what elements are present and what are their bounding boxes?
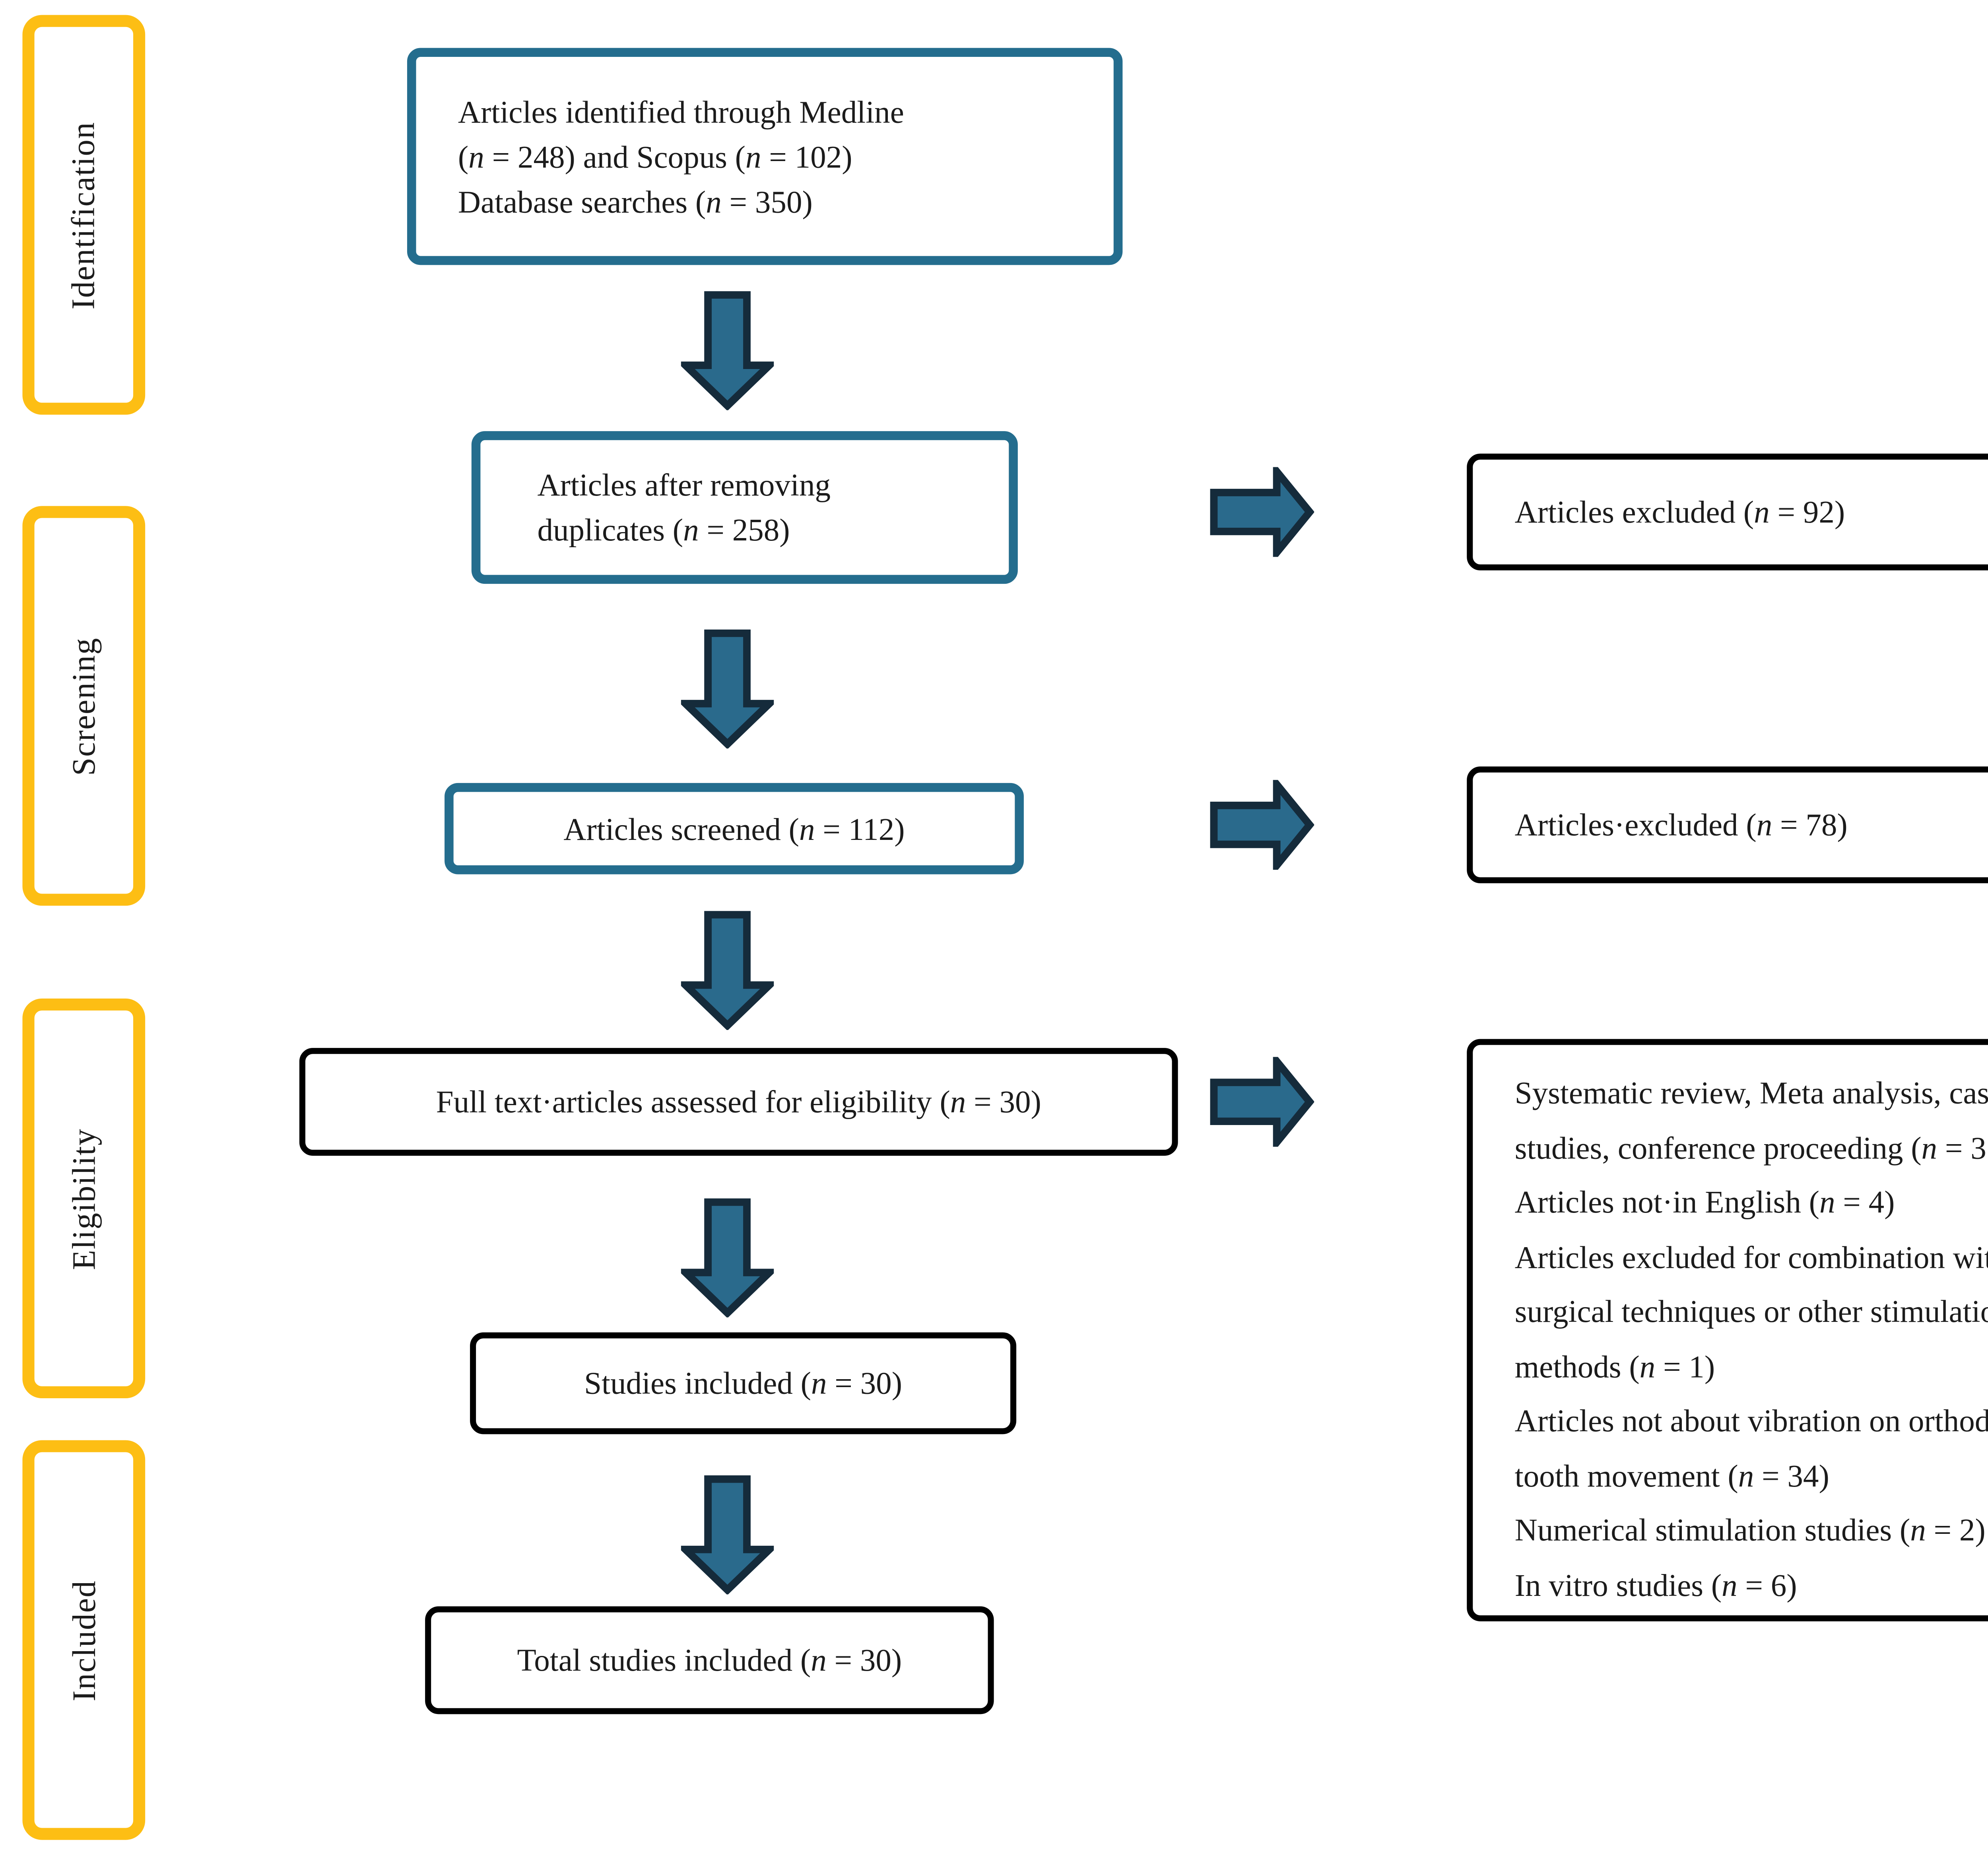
- arrow-down-icon-2: [681, 629, 774, 749]
- box-total-studies-included: Total studies included (n = 30): [425, 1606, 994, 1714]
- box-full-text-assessed-text: Full text·articles assessed for eligibil…: [436, 1084, 1041, 1120]
- stage-identification: Identification: [22, 15, 146, 415]
- exclusion-reason-item: Articles not·in English (n = 4): [1514, 1184, 1895, 1220]
- arrow-down-icon-4: [681, 1198, 774, 1318]
- box-articles-screened-text: Articles screened (n = 112): [563, 810, 905, 847]
- box-studies-included: Studies included (n = 30): [470, 1332, 1017, 1434]
- stage-included-label: Included: [64, 1579, 102, 1701]
- stage-identification-label: Identification: [64, 120, 102, 309]
- stage-screening: Screening: [22, 506, 146, 906]
- exclusion-reason-item: In vitro studies (n = 6): [1514, 1566, 1797, 1603]
- box-excluded-after-screening: Articles·excluded (n = 78): [1467, 766, 1988, 884]
- arrow-right-icon-2: [1209, 780, 1314, 870]
- exclusion-reason-item: Articles not about vibration on orthodon…: [1514, 1403, 1988, 1494]
- arrow-down-icon-5: [681, 1475, 774, 1595]
- arrow-down-icon-3: [681, 910, 774, 1030]
- box-articles-identified-text: Articles identified through Medline(n = …: [458, 93, 904, 220]
- box-excluded-after-screening-text: Articles·excluded (n = 78): [1514, 807, 1848, 843]
- stage-eligibility-label: Eligibility: [64, 1127, 102, 1269]
- box-excluded-after-duplicates-text: Articles excluded (n = 92): [1514, 494, 1845, 530]
- arrow-right-icon-3: [1209, 1057, 1314, 1147]
- stage-included: Included: [22, 1440, 146, 1840]
- arrow-down-icon-1: [681, 290, 774, 410]
- stage-screening-label: Screening: [64, 636, 102, 775]
- box-total-studies-included-text: Total studies included (n = 30): [517, 1642, 902, 1679]
- box-excluded-after-duplicates: Articles excluded (n = 92): [1467, 453, 1988, 571]
- arrow-right-icon-1: [1209, 467, 1314, 557]
- exclusion-reason-item: Numerical stimulation studies (n = 2): [1514, 1512, 1986, 1548]
- box-full-text-assessed: Full text·articles assessed for eligibil…: [299, 1048, 1178, 1156]
- box-studies-included-text: Studies included (n = 30): [584, 1365, 903, 1401]
- box-articles-screened: Articles screened (n = 112): [445, 783, 1024, 875]
- stage-eligibility: Eligibility: [22, 998, 146, 1399]
- box-articles-identified: Articles identified through Medline(n = …: [407, 48, 1123, 265]
